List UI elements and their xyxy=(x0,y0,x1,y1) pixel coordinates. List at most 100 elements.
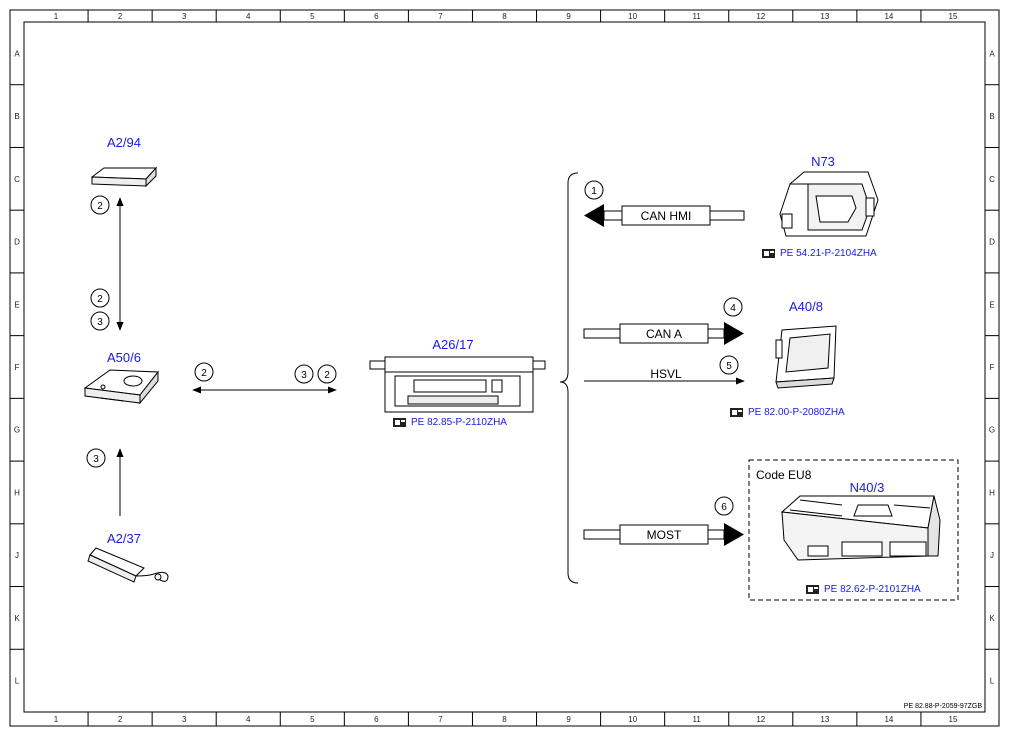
column-number: 3 xyxy=(182,12,187,21)
column-number: 9 xyxy=(566,12,571,21)
component-a2-94: A2/94 xyxy=(90,135,158,188)
row-letter: B xyxy=(989,112,994,121)
label-a2-37: A2/37 xyxy=(107,531,141,546)
a2-94-module-icon xyxy=(90,166,158,188)
a2-37-antenna-icon xyxy=(87,547,169,583)
column-number: 4 xyxy=(246,12,251,21)
svg-text:3: 3 xyxy=(93,454,99,465)
label-n73: N73 xyxy=(811,154,835,169)
column-number: 14 xyxy=(884,715,893,724)
bus-can-hmi: CAN HMI xyxy=(584,204,745,227)
component-a50-6: A50/6 xyxy=(83,350,159,405)
column-number: 10 xyxy=(628,715,637,724)
column-number: 7 xyxy=(438,12,443,21)
pointing-hand-icon xyxy=(393,418,406,427)
row-letter: C xyxy=(989,175,995,184)
svg-text:PE 82.62-P-2101ZHA: PE 82.62-P-2101ZHA xyxy=(824,584,921,595)
n40-3-amplifier-icon xyxy=(780,495,941,561)
callout-5: 5 xyxy=(719,355,739,375)
svg-text:5: 5 xyxy=(726,361,732,372)
row-letter: H xyxy=(14,488,20,497)
callout-3-horizontal: 3 xyxy=(294,364,314,384)
svg-text:2: 2 xyxy=(324,370,330,381)
drawing-frame xyxy=(9,9,1000,727)
svg-text:3: 3 xyxy=(301,370,307,381)
label-a40-8: A40/8 xyxy=(789,299,823,314)
bus-can-a: CAN A xyxy=(583,322,744,345)
a26-17-head-unit-icon xyxy=(369,356,546,413)
row-letter: D xyxy=(14,238,20,247)
callout-2-horizontal-left: 2 xyxy=(194,362,214,382)
ref-a40-8: PE 82.00-P-2080ZHA xyxy=(730,407,845,418)
label-most: MOST xyxy=(647,528,682,542)
column-number: 11 xyxy=(693,715,702,724)
label-n40-3: N40/3 xyxy=(850,480,885,495)
column-number: 15 xyxy=(949,12,958,21)
document-id: PE 82.88-P-2059-97ZGB xyxy=(904,703,983,710)
component-n40-3: N40/3 PE 82.62-P-2101ZHA xyxy=(780,480,941,595)
row-letter: E xyxy=(989,300,994,309)
callout-3-mid: 3 xyxy=(90,311,110,331)
pointing-hand-icon xyxy=(806,585,819,594)
code-eu8-box: Code EU8 xyxy=(748,459,959,601)
row-letter: E xyxy=(14,300,19,309)
row-letter: A xyxy=(989,49,995,58)
label-hsvl: HSVL xyxy=(650,367,682,381)
column-number: 9 xyxy=(566,715,571,724)
column-number: 2 xyxy=(118,715,123,724)
row-letter: G xyxy=(14,426,20,435)
pointing-hand-icon xyxy=(730,408,743,417)
callout-1: 1 xyxy=(584,180,604,200)
callout-4: 4 xyxy=(723,297,743,317)
callout-6: 6 xyxy=(714,496,734,516)
svg-text:3: 3 xyxy=(97,317,103,328)
label-a26-17: A26/17 xyxy=(432,337,473,352)
svg-text:1: 1 xyxy=(591,186,597,197)
svg-text:2: 2 xyxy=(97,201,103,212)
bus-most: MOST xyxy=(583,523,744,546)
row-letter: F xyxy=(990,363,995,372)
label-a50-6: A50/6 xyxy=(107,350,141,365)
column-number: 2 xyxy=(118,12,123,21)
column-number: 8 xyxy=(502,12,507,21)
column-number: 12 xyxy=(756,12,765,21)
column-number: 5 xyxy=(310,12,315,21)
column-number: 1 xyxy=(54,12,59,21)
svg-text:4: 4 xyxy=(730,303,736,314)
column-number: 13 xyxy=(820,12,829,21)
row-letter: K xyxy=(14,614,20,623)
column-number: 8 xyxy=(502,715,507,724)
column-number: 12 xyxy=(756,715,765,724)
column-number: 4 xyxy=(246,715,251,724)
component-a40-8: A40/8 PE 82.00-P-2080ZHA xyxy=(730,299,845,418)
component-a2-37: A2/37 xyxy=(87,531,169,583)
row-letter: A xyxy=(14,49,20,58)
callout-2-top: 2 xyxy=(90,195,110,215)
row-letter: H xyxy=(989,488,995,497)
n73-module-icon xyxy=(779,171,879,237)
svg-text:2: 2 xyxy=(201,368,207,379)
column-number: 6 xyxy=(374,715,379,724)
column-number: 5 xyxy=(310,715,315,724)
callout-2-horizontal-right: 2 xyxy=(317,364,337,384)
svg-text:6: 6 xyxy=(721,502,727,513)
ref-a26-17: PE 82.85-P-2110ZHA xyxy=(393,417,507,428)
svg-text:PE 54.21-P-2104ZHA: PE 54.21-P-2104ZHA xyxy=(780,248,877,259)
column-number: 1 xyxy=(54,715,59,724)
row-letter: C xyxy=(14,175,20,184)
label-a2-94: A2/94 xyxy=(107,135,141,150)
callout-2-mid: 2 xyxy=(90,288,110,308)
column-number: 15 xyxy=(949,715,958,724)
column-number: 7 xyxy=(438,715,443,724)
row-letter: F xyxy=(15,363,20,372)
svg-text:PE 82.85-P-2110ZHA: PE 82.85-P-2110ZHA xyxy=(411,417,507,428)
component-n73: N73 PE 54.21-P-2104ZHA xyxy=(762,154,879,259)
label-can-hmi: CAN HMI xyxy=(641,209,692,223)
callout-3-lower: 3 xyxy=(86,448,106,468)
column-number: 13 xyxy=(820,715,829,724)
column-number: 3 xyxy=(182,715,187,724)
